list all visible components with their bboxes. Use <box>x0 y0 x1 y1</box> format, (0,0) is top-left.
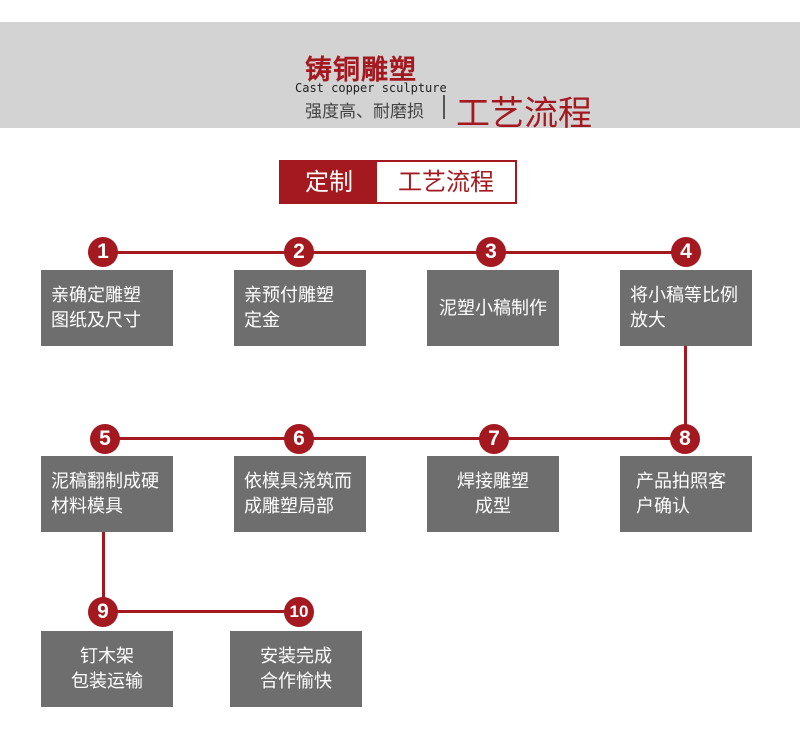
step-number-5: 5 <box>90 424 120 454</box>
step-box-7: 焊接雕塑 成型 <box>427 456 559 532</box>
step-text-1: 亲确定雕塑 图纸及尺寸 <box>51 285 141 331</box>
step-text-6: 依模具浇筑而 成雕塑局部 <box>244 471 352 517</box>
step-box-6: 依模具浇筑而 成雕塑局部 <box>234 456 366 532</box>
step-number-10: 10 <box>284 597 314 627</box>
step-number-7: 7 <box>479 424 509 454</box>
step-text-2: 亲预付雕塑 定金 <box>244 285 334 331</box>
step-text-5: 泥稿翻制成硬 材料模具 <box>51 471 159 517</box>
step-box-3: 泥塑小稿制作 <box>427 270 559 346</box>
step-number-2: 2 <box>284 237 314 267</box>
connector-row-3 <box>103 610 299 613</box>
banner-subtitle-en: Cast copper sculpture <box>295 81 447 95</box>
step-text-7: 焊接雕塑 成型 <box>457 471 529 517</box>
step-text-3: 泥塑小稿制作 <box>439 297 547 319</box>
connector-step5-to-step9 <box>102 530 105 612</box>
step-number-8: 8 <box>670 424 700 454</box>
step-number-6: 6 <box>284 424 314 454</box>
step-box-5: 泥稿翻制成硬 材料模具 <box>41 456 173 532</box>
section-tag: 定制 工艺流程 <box>279 160 517 204</box>
step-box-9: 钉木架 包装运输 <box>41 631 173 707</box>
section-tag-right: 工艺流程 <box>398 168 494 196</box>
banner-subtitle-cn: 强度高、耐磨损 <box>305 102 424 122</box>
step-text-9: 钉木架 包装运输 <box>71 646 143 692</box>
banner-main-title: 工艺流程 <box>456 94 592 134</box>
connector-step4-to-step8 <box>684 345 687 439</box>
connector-row-2 <box>105 437 685 440</box>
step-box-10: 安装完成 合作愉快 <box>230 631 362 707</box>
step-number-4: 4 <box>671 237 701 267</box>
step-number-3: 3 <box>476 237 506 267</box>
step-text-4: 将小稿等比例 放大 <box>630 285 738 331</box>
banner-separator <box>443 95 445 119</box>
step-text-8: 产品拍照客 户确认 <box>636 471 726 517</box>
step-box-8: 产品拍照客 户确认 <box>620 456 752 532</box>
header-banner: 铸铜雕塑 Cast copper sculpture 强度高、耐磨损 工艺流程 <box>0 22 800 134</box>
banner-title: 铸铜雕塑 <box>305 55 417 86</box>
step-number-1: 1 <box>88 237 118 267</box>
connector-row-1 <box>103 251 686 254</box>
step-box-2: 亲预付雕塑 定金 <box>234 270 366 346</box>
step-text-10: 安装完成 合作愉快 <box>260 646 332 692</box>
section-tag-left: 定制 <box>281 162 377 202</box>
step-number-9: 9 <box>88 597 118 627</box>
step-box-4: 将小稿等比例 放大 <box>620 270 752 346</box>
step-box-1: 亲确定雕塑 图纸及尺寸 <box>41 270 173 346</box>
